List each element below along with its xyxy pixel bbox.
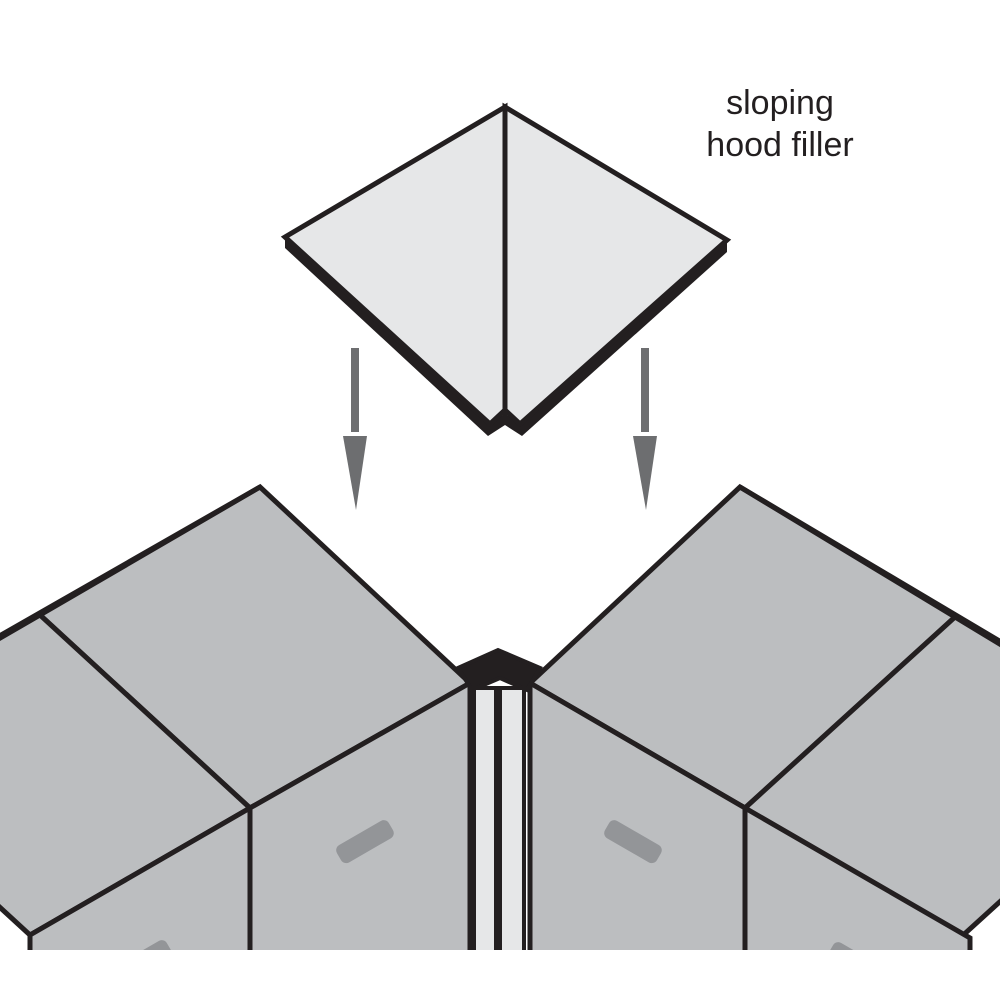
cabinet-assembly — [0, 483, 1000, 950]
sloping-hood-filler — [280, 102, 732, 436]
corner-cap — [455, 647, 543, 693]
arrow-left-icon — [343, 348, 367, 510]
arrows — [343, 348, 657, 510]
left-cabinet-run — [0, 483, 475, 950]
right-cabinet-handle — [604, 820, 662, 864]
left-top-back-edge — [0, 484, 262, 639]
right-cabinet-front — [527, 678, 748, 950]
right-far-cabinet-front — [742, 803, 973, 950]
part-label-line1: sloping — [726, 84, 834, 122]
part-label-line2: hood filler — [706, 126, 854, 164]
filler-left-face — [280, 102, 508, 428]
filler-strip-right — [498, 686, 526, 950]
right-top-back-edge — [738, 484, 1000, 645]
right-cabinet-run — [525, 483, 1000, 950]
part-label: sloping hood filler — [660, 82, 900, 166]
left-far-cabinet-front — [27, 803, 253, 950]
filler-strip-left — [472, 686, 498, 950]
corner-filler-column — [455, 647, 543, 950]
arrow-right-icon — [633, 348, 657, 510]
left-cabinet-handle — [336, 820, 394, 864]
